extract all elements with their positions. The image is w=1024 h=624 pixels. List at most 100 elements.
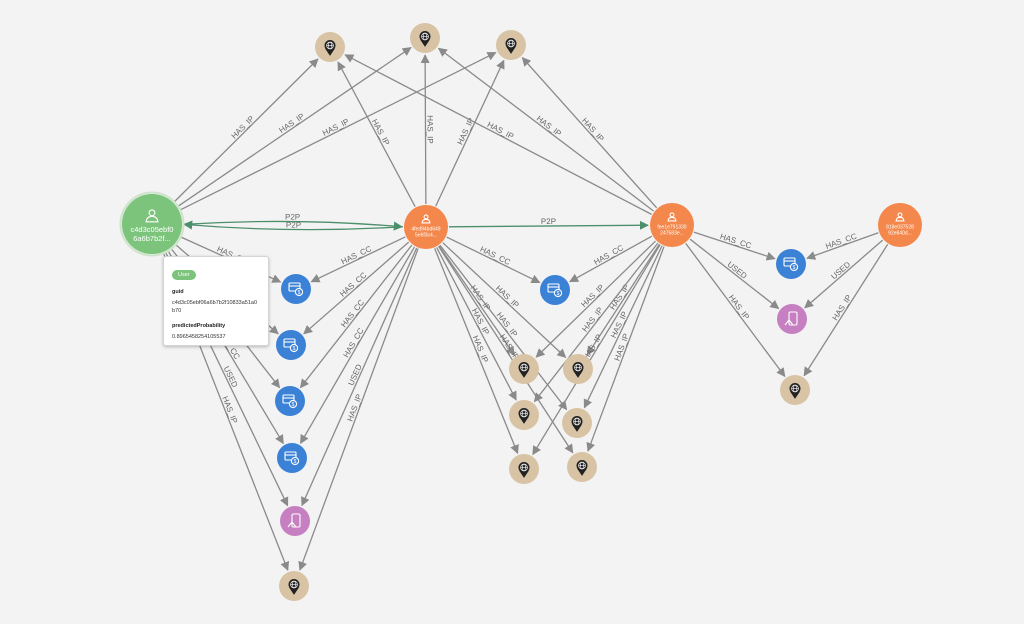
edge-line — [182, 220, 403, 231]
ip-node[interactable] — [563, 354, 593, 384]
edge-has-ip[interactable]: HAS_IP — [434, 248, 519, 455]
edge-line — [179, 52, 497, 211]
edge-line — [420, 54, 430, 205]
edge-has-ip[interactable]: HAS_IP — [179, 52, 497, 211]
phone-icon — [287, 513, 301, 528]
edge-label: HAS_CC — [339, 298, 366, 329]
edge-used[interactable]: USED — [301, 247, 418, 507]
node-label-line1: 818e037528 — [886, 225, 914, 231]
edge-line — [689, 238, 780, 310]
edge-line — [586, 246, 665, 452]
ip-node[interactable] — [410, 23, 440, 53]
node-circle — [122, 194, 182, 254]
ip-node[interactable] — [567, 452, 597, 482]
node-circle — [777, 304, 807, 334]
svg-text:$: $ — [293, 346, 296, 352]
globe-pin-icon — [518, 462, 530, 478]
node-label-line1: fee1e791330 — [657, 225, 686, 231]
edge-label: HAS_CC — [824, 231, 858, 250]
ip-node[interactable] — [496, 30, 526, 60]
edge-line — [533, 242, 659, 403]
edge-has-ip[interactable]: HAS_IP — [337, 61, 416, 208]
account-node[interactable]: fee1e791330247583e... — [650, 203, 694, 247]
credit-card-icon: $ — [547, 283, 563, 298]
edge-label: P2P — [286, 220, 301, 229]
edge-label: USED — [347, 363, 364, 387]
globe-pin-icon — [505, 38, 517, 54]
ip-node[interactable] — [509, 454, 539, 484]
edge-has-ip[interactable]: HAS_IP — [344, 54, 652, 215]
ip-node[interactable] — [509, 354, 539, 384]
nodes-layer: c4d3c05ebf06a6b7b2f... 4fed94bd6495e6f3c4… — [119, 23, 922, 601]
edge-label: HAS_CC — [338, 270, 369, 298]
ip-node[interactable] — [509, 400, 539, 430]
device-node[interactable] — [280, 506, 310, 536]
account-node[interactable]: 818e03752892e840d... — [878, 203, 922, 247]
ip-node[interactable] — [279, 571, 309, 601]
edge-line — [448, 220, 649, 230]
user-node[interactable]: c4d3c05ebf06a6b7b2f... — [119, 191, 185, 257]
ip-node[interactable] — [315, 32, 345, 62]
ip-node[interactable] — [780, 375, 810, 405]
edge-p2p[interactable]: P2P — [448, 217, 649, 230]
edge-label: HAS_IP — [277, 112, 306, 135]
edge-label: HAS_CC — [592, 243, 625, 267]
node-circle — [276, 330, 306, 360]
edge-line — [301, 247, 418, 507]
credit-card-node[interactable]: $ — [776, 249, 806, 279]
edge-line — [344, 54, 652, 215]
edge-label: HAS_IP — [579, 283, 606, 309]
edge-label: HAS_IP — [831, 293, 854, 322]
property-key-guid: guid — [172, 289, 184, 295]
credit-card-node[interactable]: $ — [275, 386, 305, 416]
property-value-probability: 0.8965458254105537 — [172, 334, 226, 340]
edge-has-ip[interactable]: HAS_IP — [420, 54, 435, 205]
edge-has-cc[interactable]: HAS_CC — [806, 231, 879, 260]
globe-pin-icon — [288, 579, 300, 595]
node-circle — [275, 386, 305, 416]
edge-has-ip[interactable]: HAS_IP — [435, 59, 505, 207]
node-label-line2: 5e6f3c4... — [415, 233, 437, 239]
edge-label: HAS_IP — [346, 393, 364, 423]
edge-has-ip[interactable]: HAS_IP — [173, 58, 319, 203]
globe-pin-icon — [518, 408, 530, 424]
edge-label: HAS_IP — [580, 116, 606, 143]
edge-line — [685, 243, 786, 378]
edge-line — [436, 247, 517, 401]
globe-pin-icon — [789, 383, 801, 399]
device-node[interactable] — [777, 304, 807, 334]
edge-has-ip[interactable]: HAS_IP — [586, 246, 665, 452]
edge-line — [173, 58, 319, 203]
node-label-line1: c4d3c05ebf0 — [131, 225, 174, 234]
edge-line — [437, 47, 655, 212]
node-tooltip: User guid c4d3c05ebf06a6b7b2f10833a51a0b… — [163, 256, 269, 346]
edge-has-ip[interactable]: HAS_IP — [298, 248, 419, 571]
credit-card-node[interactable]: $ — [277, 443, 307, 473]
person-icon — [667, 212, 677, 222]
edge-has-ip[interactable]: HAS_IP — [521, 56, 658, 209]
node-circle — [277, 443, 307, 473]
person-icon — [145, 209, 159, 223]
edge-line — [337, 61, 416, 208]
globe-pin-icon — [571, 416, 583, 432]
edge-line — [446, 236, 541, 284]
credit-card-node[interactable]: $ — [276, 330, 306, 360]
ip-node[interactable] — [562, 408, 592, 438]
edge-has-ip[interactable]: HAS_IP — [583, 245, 663, 409]
credit-card-node[interactable]: $ — [540, 275, 570, 305]
node-circle — [540, 275, 570, 305]
edge-has-cc[interactable]: HAS_CC — [693, 231, 776, 261]
edge-p2p[interactable]: P2P — [182, 212, 403, 231]
edge-label: HAS_IP — [230, 114, 257, 140]
edge-label: P2P — [541, 217, 556, 226]
credit-card-node[interactable]: $ — [281, 274, 311, 304]
credit-card-icon: $ — [783, 257, 799, 272]
phone-icon — [784, 311, 798, 326]
svg-text:$: $ — [298, 290, 301, 296]
globe-pin-icon — [324, 40, 336, 56]
node-label-line1: 4fed94bd649 — [411, 227, 440, 233]
account-node[interactable]: 4fed94bd6495e6f3c4... — [404, 205, 448, 249]
edge-p2p[interactable]: P2P — [183, 220, 404, 231]
edge-line — [535, 240, 656, 358]
